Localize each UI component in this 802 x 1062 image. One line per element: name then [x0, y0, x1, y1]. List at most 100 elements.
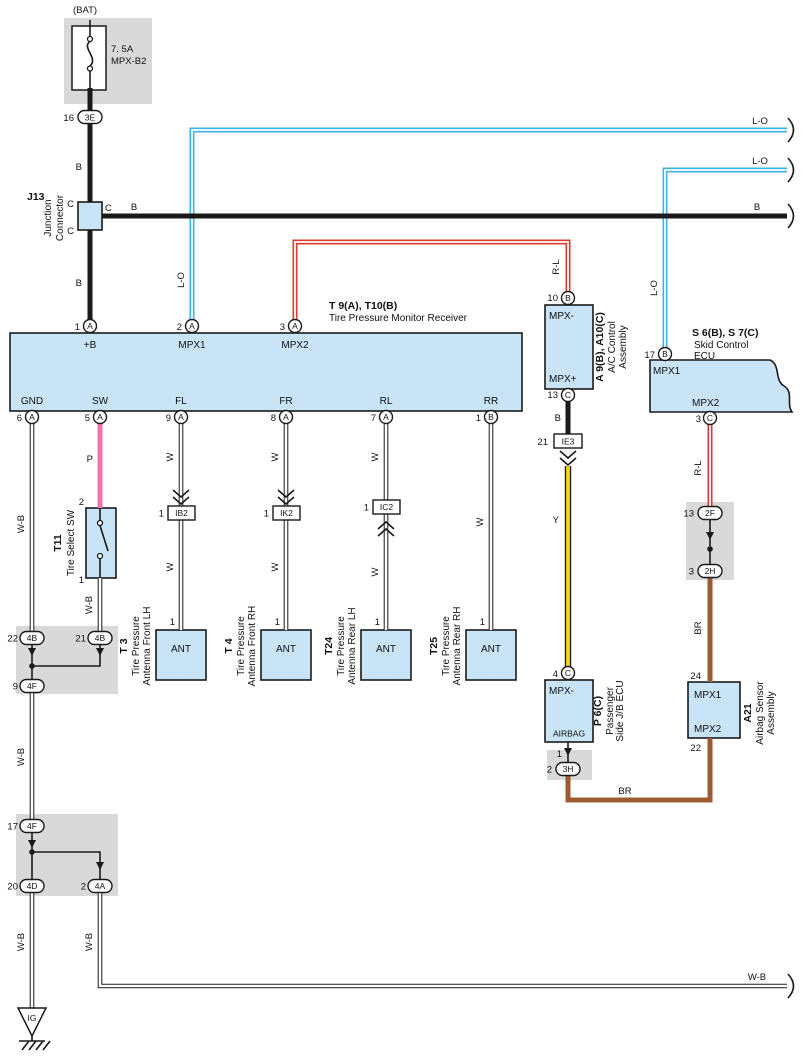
connector-ib2-box [167, 505, 196, 521]
pin-circle-receiver-5a [92, 409, 108, 425]
pin-circle-ac-13c [560, 387, 576, 403]
terminal-label: MPX1 [653, 366, 681, 377]
pin-letter: A [29, 412, 35, 422]
junction-connector-box [77, 201, 103, 231]
junction-dot [29, 849, 35, 855]
arrow-down-icon [96, 862, 104, 870]
arrow-down-icon [28, 648, 36, 656]
ik2-chevron-icon [277, 489, 295, 506]
pin-number: 1 [264, 509, 269, 520]
pin-letter: A [189, 321, 195, 331]
pin-number: 10 [547, 293, 558, 304]
wire-color-label: L-O [752, 116, 768, 127]
junction-dot [29, 663, 35, 669]
component-name: ECU [694, 351, 715, 362]
pin-number: 1 [364, 503, 369, 514]
junction-dot [707, 546, 713, 552]
component-name: A/C Control [607, 321, 618, 373]
fuse-node [86, 35, 94, 43]
component-name: Antenna Rear RH [452, 607, 463, 686]
pin-circle-receiver-6a [24, 409, 40, 425]
terminal-label: MPX+ [549, 374, 577, 385]
ie3-chevron-icon [559, 450, 577, 467]
pin-number: 5 [85, 413, 90, 424]
wire-color-label: W [475, 517, 486, 526]
terminal-label: +B [84, 340, 97, 351]
continuation-arc-lo2 [787, 157, 795, 183]
pin-number: 2 [547, 765, 552, 776]
wire-wb-bottom-run [97, 892, 787, 989]
pin-number: 1 [75, 322, 80, 333]
pin-number: 9 [166, 413, 171, 424]
wire-color-label: W-B [84, 596, 95, 614]
component-name: Assembly [618, 325, 629, 368]
wire-lo-mpx1-skid [662, 167, 787, 348]
connector-ic2-box [372, 499, 401, 515]
connector-code: 4A [95, 881, 106, 891]
component-name: Antenna Front LH [142, 607, 153, 686]
ground-hatch-icon [21, 1040, 51, 1051]
connector-3h-oval [555, 761, 581, 777]
connector-code: 2F [705, 508, 715, 518]
component-name: Junction [43, 199, 54, 236]
pin-circle-receiver-2a [184, 318, 200, 334]
connector-4f2-oval [19, 818, 45, 834]
terminal-label: ANT [171, 644, 191, 655]
pin-number: 9 [13, 682, 18, 693]
pin-circle-jb-4c [560, 665, 576, 681]
component-id: J13 [27, 191, 45, 203]
wire-color-label: W-B [16, 748, 27, 766]
pin-circle-skid-3c [702, 410, 718, 426]
pin-number: 17 [644, 350, 655, 361]
fuse-bat-label: (BAT) [73, 5, 97, 16]
pin-number: 21 [537, 437, 548, 448]
arrow-down-icon [96, 648, 104, 656]
component-name: Tire Pressure [336, 616, 347, 676]
arrow-down-icon [28, 840, 36, 848]
connector-code: 3E [85, 113, 96, 123]
pin-number: 21 [75, 634, 86, 645]
antenna-rear-rh-box [465, 629, 517, 681]
component-name: Tire Pressure Monitor Receiver [329, 313, 468, 324]
terminal-label: MPX1 [694, 690, 722, 701]
component-id: P 6(C) [592, 696, 604, 726]
wire-color-label: L-O [752, 156, 768, 167]
wire-color-label: W [370, 452, 381, 461]
connector-2f-oval [697, 505, 723, 521]
pin-letter: C [67, 226, 74, 237]
fuse-element-symbol [86, 40, 94, 67]
antenna-front-rh-box [260, 629, 312, 681]
wire-color-label: B [76, 278, 82, 289]
pin-circle-receiver-1a [82, 318, 98, 334]
component-id: T 4 [223, 638, 235, 653]
component-name: Tire Pressure [236, 616, 247, 676]
terminal-label: GND [21, 396, 43, 407]
component-name: Passenger [605, 686, 616, 734]
pin-number: 22 [690, 743, 701, 754]
pin-letter: C [67, 199, 74, 210]
fuse-node [86, 65, 94, 72]
pin-number: 13 [547, 390, 558, 401]
pin-letter: B [662, 349, 668, 359]
wire-color-label: W-B [16, 933, 27, 951]
pin-circle-receiver-8a [278, 409, 294, 425]
pin-letter: A [383, 412, 389, 422]
terminal-label: MPX- [549, 311, 574, 322]
terminal-label: FL [175, 396, 187, 407]
component-name: Airbag Sensor [755, 681, 766, 745]
pin-number: 17 [7, 822, 18, 833]
pin-number: 1 [79, 575, 84, 586]
arrow-down-icon [564, 748, 572, 756]
pin-letter: A [283, 412, 289, 422]
terminal-label: ANT [276, 644, 296, 655]
component-name: Tire Select SW [66, 509, 77, 576]
pin-number: 1 [557, 749, 562, 760]
component-name: Tire Pressure [441, 616, 452, 676]
wire-color-label: W [370, 567, 381, 576]
ic2-chevron-icon [377, 520, 395, 537]
pin-number: 1 [275, 617, 280, 628]
pin-number: 1 [159, 509, 164, 520]
wire-color-label: W [270, 562, 281, 571]
pin-number: 1 [375, 617, 380, 628]
